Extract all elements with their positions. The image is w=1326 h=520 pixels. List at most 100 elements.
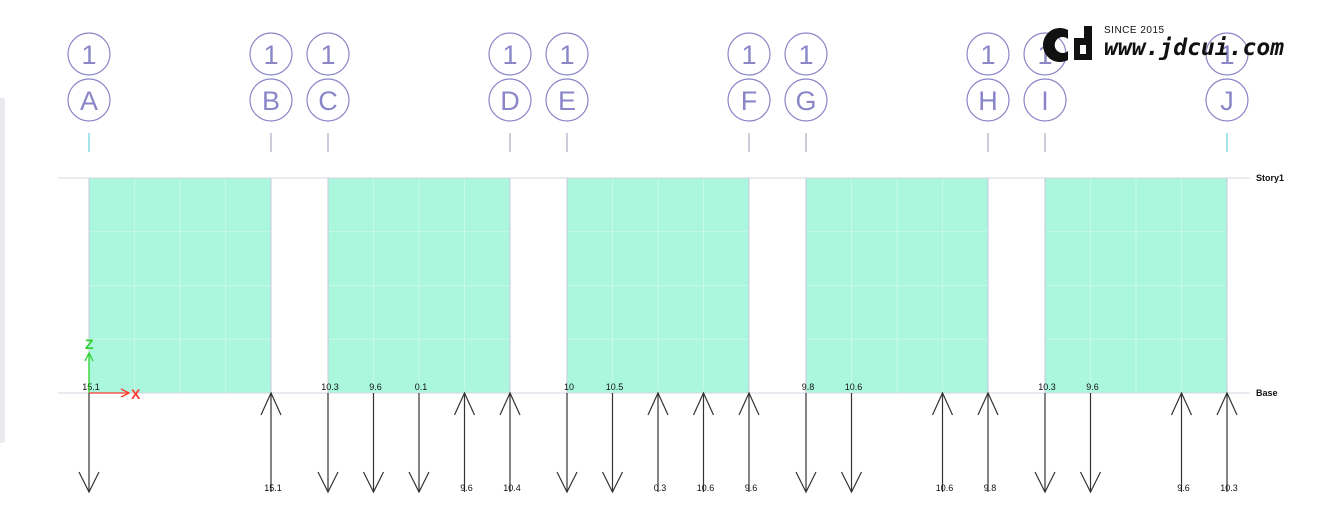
grid-bubble-top-circle <box>306 32 350 76</box>
grid-bubble-number: 1 <box>559 40 574 70</box>
reaction-arrow: 10 <box>556 382 578 494</box>
grid-bubble-bottom-circle <box>67 78 111 122</box>
watermark-since: SINCE 2015 <box>1104 25 1165 36</box>
grid-bubble-letter: H <box>978 86 998 116</box>
story-level-label: Story1 <box>1256 173 1284 183</box>
reaction-arrow: 10.6 <box>692 391 715 493</box>
arrow-head <box>1034 471 1056 494</box>
arrow-head <box>738 391 760 416</box>
arrow-head <box>931 391 954 416</box>
reaction-value-label: 10 <box>564 382 574 392</box>
arrow-head <box>1170 391 1193 416</box>
grid-bubble-letter: G <box>795 86 816 116</box>
reaction-value-label: 9.6 <box>1086 382 1099 392</box>
grid-bubble-bottom-circle <box>1205 78 1249 122</box>
arrow-head <box>1216 391 1238 416</box>
reaction-value-label: 0.3 <box>654 483 667 493</box>
grid-bubble: 1C <box>306 32 350 122</box>
arrow-head <box>977 391 999 416</box>
cd-logo-icon <box>1043 26 1092 62</box>
grid-bubble: 1J <box>1205 32 1249 122</box>
reaction-value-label: 10.6 <box>845 382 863 392</box>
arrow-head <box>692 391 715 416</box>
grid-bubble-letter: D <box>500 86 520 116</box>
grid-bubble-bottom-circle <box>306 78 350 122</box>
grid-bubble-letter: F <box>741 86 758 116</box>
reaction-value-label: 9.6 <box>460 483 473 493</box>
reaction-arrow: 10.3 <box>1216 391 1238 493</box>
grid-bubble-top-circle <box>488 32 532 76</box>
grid-bubble: 1I <box>1023 32 1067 122</box>
grid-bubble-number: 1 <box>1219 40 1234 70</box>
grid-bubble: 1B <box>249 32 293 122</box>
grid-bubble-letter: J <box>1220 86 1234 116</box>
grid-bubble-bottom-circle <box>727 78 771 122</box>
watermark-url: www.jdcui.com <box>1104 35 1285 61</box>
grid-bubble-bottom-circle <box>784 78 828 122</box>
reaction-arrow: 10.3 <box>317 382 339 494</box>
x-axis-label: X <box>131 386 141 402</box>
wall-panel <box>567 178 749 393</box>
z-axis-head <box>84 351 94 362</box>
arrow-head <box>408 471 430 494</box>
grid-bubble-top-circle <box>727 32 771 76</box>
grid-bubble-bottom-circle <box>488 78 532 122</box>
arrow-head <box>795 471 817 494</box>
arrow-head <box>1079 471 1102 494</box>
arrow-head <box>499 391 521 416</box>
reaction-value-label: 9.8 <box>984 483 997 493</box>
wall-panel <box>89 178 271 393</box>
grid-bubble-top-circle <box>966 32 1010 76</box>
reaction-value-label: 10.6 <box>936 483 954 493</box>
reaction-arrow: 9.8 <box>977 391 999 493</box>
grid-bubble: 1A <box>67 32 111 122</box>
arrow-head <box>840 471 863 494</box>
arrow-head <box>317 471 339 494</box>
arrow-head <box>556 471 578 494</box>
arrow-head <box>362 471 385 494</box>
reaction-arrow: 9.6 <box>1079 382 1102 494</box>
base-level-label: Base <box>1256 388 1278 398</box>
reaction-value-label: 0.1 <box>415 382 428 392</box>
reaction-arrow: 15.1 <box>78 382 100 494</box>
grid-bubble-bottom-circle <box>249 78 293 122</box>
reaction-arrow: 9.6 <box>453 391 476 493</box>
reaction-value-label: 15.1 <box>264 483 282 493</box>
reaction-value-label: 9.8 <box>802 382 815 392</box>
reaction-value-label: 10.3 <box>1220 483 1238 493</box>
reaction-arrow: 0.1 <box>408 382 430 494</box>
reaction-arrow: 10.4 <box>499 391 521 493</box>
z-axis-label: Z <box>85 336 94 352</box>
grid-bubble-letter: C <box>318 86 338 116</box>
reaction-arrow: 10.5 <box>601 382 624 494</box>
grid-bubble-number: 1 <box>798 40 813 70</box>
reaction-arrow: 15.1 <box>260 391 282 493</box>
reaction-arrow: 10.3 <box>1034 382 1056 494</box>
left-panel-edge <box>0 98 5 443</box>
reaction-arrow: 9.8 <box>795 382 817 494</box>
reaction-arrow: 9.6 <box>738 391 760 493</box>
grid-bubble-letter: A <box>80 86 98 116</box>
grid-bubble: 1G <box>784 32 828 122</box>
reaction-value-label: 9.6 <box>745 483 758 493</box>
reaction-value-label: 10.6 <box>697 483 715 493</box>
grid-bubble-bottom-circle <box>545 78 589 122</box>
wall-panel <box>328 178 510 393</box>
grid-bubble-top-circle <box>1205 32 1249 76</box>
reaction-arrow: 10.6 <box>840 382 863 494</box>
grid-bubble: 1H <box>966 32 1010 122</box>
wall-panel <box>806 178 988 393</box>
reaction-arrow: 9.6 <box>1170 391 1193 493</box>
arrow-head <box>260 391 282 416</box>
watermark-logo: SINCE 2015 www.jdcui.com <box>1040 20 1310 70</box>
reaction-value-label: 10.3 <box>1038 382 1056 392</box>
grid-bubble-letter: I <box>1041 86 1049 116</box>
reaction-arrow: 9.6 <box>362 382 385 494</box>
reaction-value-label: 10.3 <box>321 382 339 392</box>
grid-bubble-bottom-circle <box>966 78 1010 122</box>
arrow-head <box>78 471 100 494</box>
reaction-value-label: 10.5 <box>606 382 624 392</box>
arrow-head <box>601 471 624 494</box>
